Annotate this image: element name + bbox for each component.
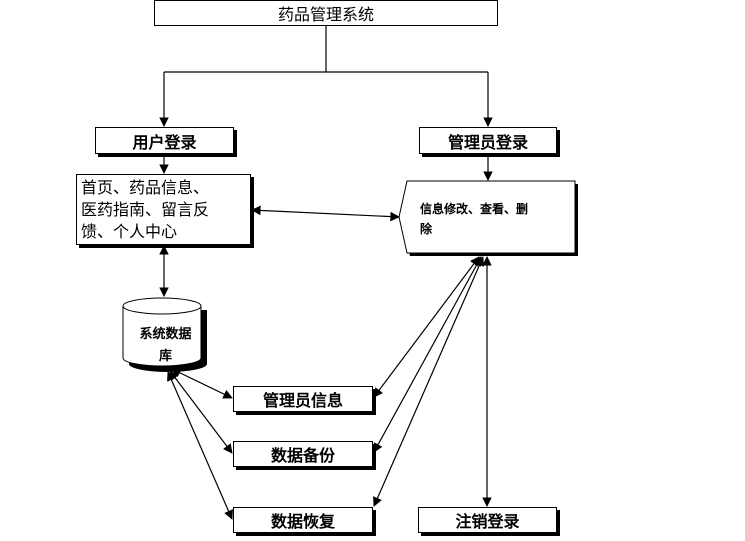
admin-operations-line-2: 除 — [420, 222, 433, 236]
system-title: 药品管理系统 — [277, 5, 374, 24]
database-label: 系统数据 库 — [123, 324, 208, 368]
admin-info-label: 管理员信息 — [262, 391, 343, 410]
user-functions-box: 首页、药品信息、 医药指南、留言反 馈、个人中心 — [76, 174, 251, 245]
title-connector — [159, 26, 493, 127]
user-functions-line-2: 医药指南、留言反 — [81, 199, 210, 219]
admin-operations-line-1: 信息修改、查看、删 — [420, 202, 529, 216]
ops-connectors — [373, 256, 492, 507]
admin-login-label: 管理员登录 — [447, 132, 528, 152]
data-restore-label: 数据恢复 — [270, 512, 335, 531]
user-functions-line-1: 首页、药品信息、 — [81, 177, 210, 197]
admin-info-box: 管理员信息 — [233, 386, 373, 412]
database-cylinder — [122, 297, 207, 372]
database-line-1: 系统数据 — [139, 327, 192, 342]
data-restore-box: 数据恢复 — [233, 507, 373, 533]
data-backup-label: 数据备份 — [270, 446, 335, 465]
functions-ops-arrow — [251, 205, 400, 222]
db-connectors — [167, 368, 233, 520]
database-line-2: 库 — [158, 349, 172, 364]
user-login-label: 用户登录 — [132, 132, 197, 152]
data-backup-box: 数据备份 — [233, 441, 373, 467]
logout-box: 注销登录 — [418, 507, 557, 533]
admin-login-box: 管理员登录 — [419, 127, 557, 154]
user-functions-line-3: 馈、个人中心 — [81, 221, 178, 241]
admin-operations-box — [398, 180, 578, 256]
system-title-box: 药品管理系统 — [154, 0, 498, 26]
logout-label: 注销登录 — [455, 512, 520, 531]
admin-operations-label: 信息修改、查看、删 除 — [420, 199, 560, 239]
user-login-box: 用户登录 — [95, 127, 234, 154]
